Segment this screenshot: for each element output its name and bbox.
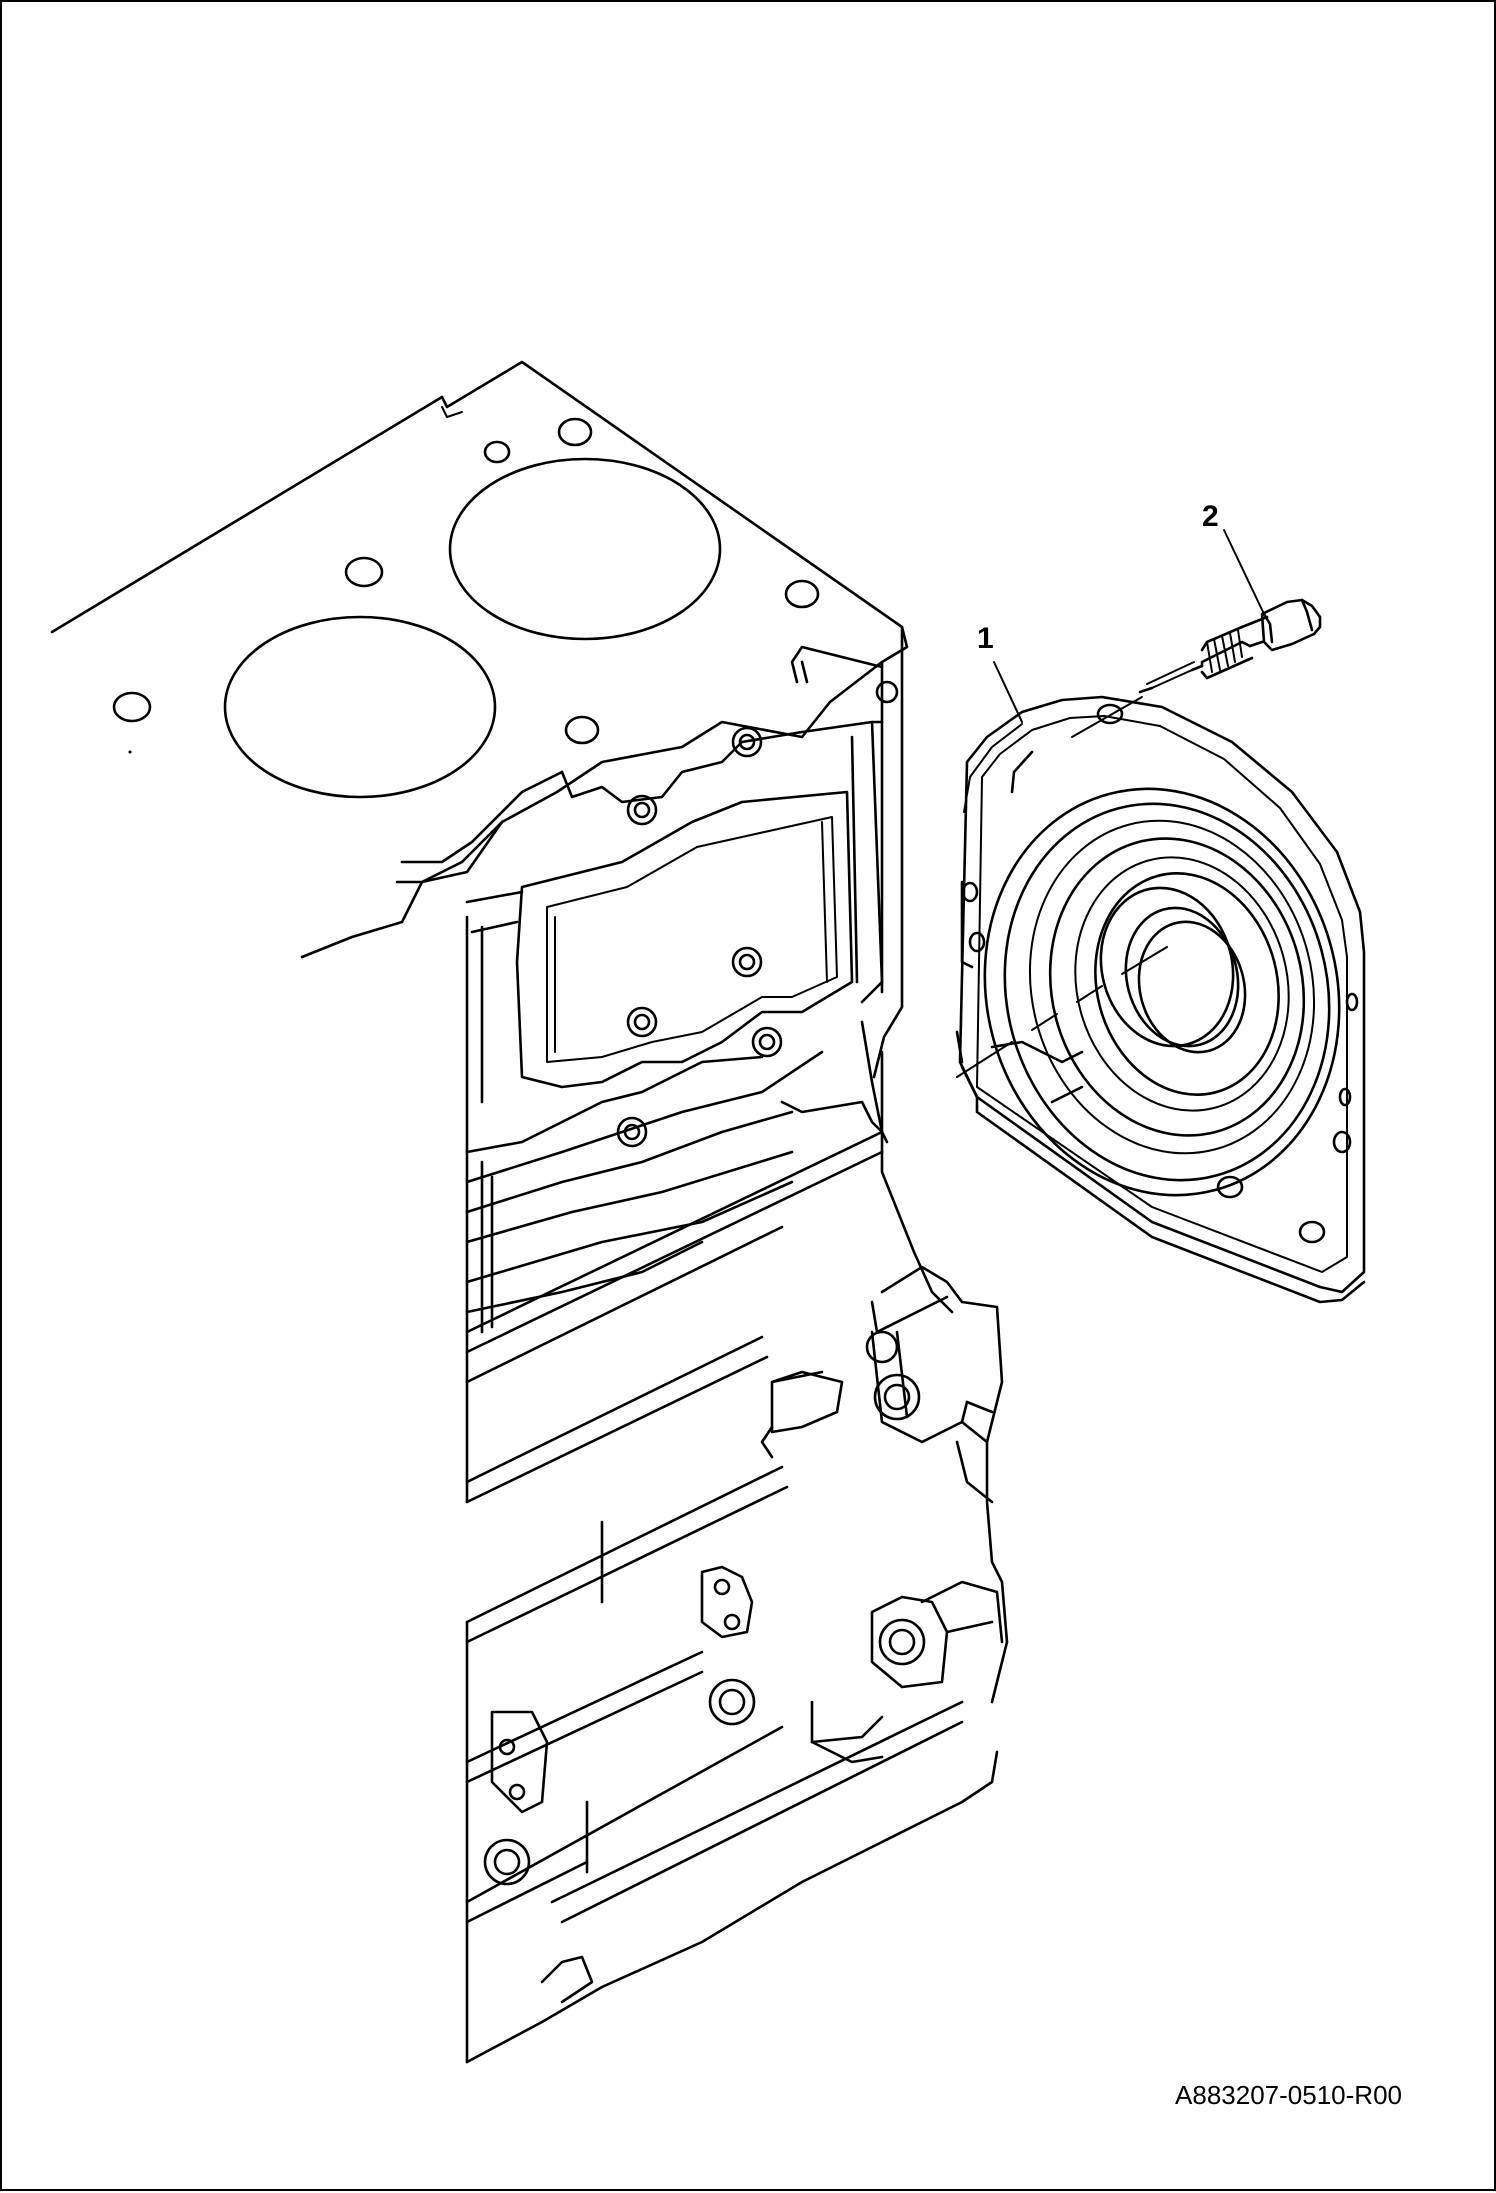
mounting-hole [1338, 1087, 1352, 1107]
callout-1: 1 [977, 622, 994, 655]
leader-line-2 [1223, 529, 1265, 615]
mounting-hole [1096, 703, 1124, 725]
bolt-hole [112, 691, 152, 723]
seal-ring [1094, 872, 1280, 1096]
bolt-hole [564, 715, 600, 745]
drawing-code: A883207-0510-R00 [1175, 2080, 1402, 2110]
leader-line-1 [993, 661, 1023, 723]
seal-ring [1074, 856, 1290, 1112]
cylinder-bore [448, 457, 722, 641]
bolt-hole [557, 417, 593, 447]
callout-2: 2 [1202, 500, 1219, 533]
mounting-hole [1216, 1175, 1244, 1199]
mounting-hole [1345, 992, 1359, 1012]
seal-ring [1028, 819, 1316, 1155]
bolt-hole [483, 440, 511, 464]
bolt [1138, 598, 1322, 694]
leader-line-2b [1071, 696, 1143, 738]
seal-ring [1048, 837, 1306, 1137]
shaft-bore [1124, 906, 1240, 1048]
mounting-hole [968, 931, 986, 953]
bolt-hole [344, 556, 384, 588]
seal-ring [983, 787, 1341, 1197]
cylinder-block [50, 360, 1009, 2064]
assembly-centerline [956, 946, 1168, 1078]
cylinder-bore [223, 615, 497, 799]
mounting-hole [1332, 1130, 1352, 1154]
seal-ring [1003, 802, 1331, 1182]
oil-seal-housing [955, 695, 1366, 1304]
bolt-hole [784, 579, 820, 609]
mounting-hole [1298, 1220, 1326, 1244]
shaft-bore [1137, 920, 1247, 1054]
